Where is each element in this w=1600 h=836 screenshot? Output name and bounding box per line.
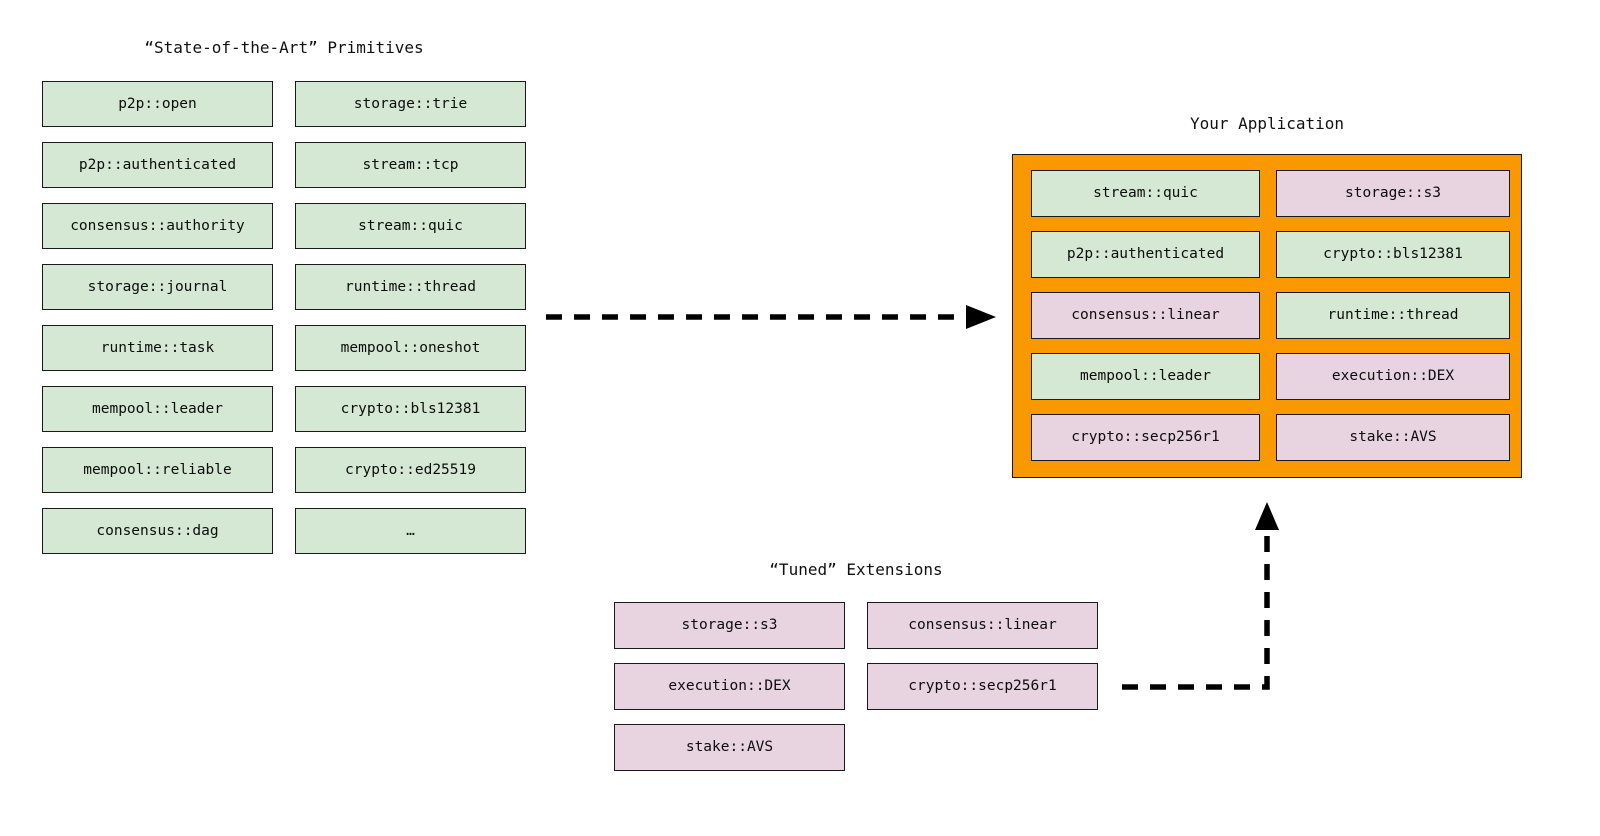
extension-box[interactable]: consensus::linear (867, 602, 1098, 649)
primitive-box[interactable]: stream::tcp (295, 142, 526, 188)
application-module-box[interactable]: stake::AVS (1276, 414, 1510, 461)
primitive-box[interactable]: … (295, 508, 526, 554)
application-module-box[interactable]: stream::quic (1031, 170, 1260, 217)
application-module-box[interactable]: runtime::thread (1276, 292, 1510, 339)
extension-box[interactable]: execution::DEX (614, 663, 845, 710)
application-section-title: Your Application (1189, 114, 1345, 133)
primitive-box[interactable]: runtime::thread (295, 264, 526, 310)
extension-box[interactable]: crypto::secp256r1 (867, 663, 1098, 710)
extension-box[interactable]: stake::AVS (614, 724, 845, 771)
extension-box[interactable]: storage::s3 (614, 602, 845, 649)
application-module-box[interactable]: p2p::authenticated (1031, 231, 1260, 278)
application-module-box[interactable]: storage::s3 (1276, 170, 1510, 217)
primitive-box[interactable]: stream::quic (295, 203, 526, 249)
extensions-section-title: “Tuned” Extensions (769, 560, 943, 579)
primitive-box[interactable]: mempool::reliable (42, 447, 273, 493)
application-module-box[interactable]: consensus::linear (1031, 292, 1260, 339)
primitive-box[interactable]: mempool::leader (42, 386, 273, 432)
primitive-box[interactable]: p2p::open (42, 81, 273, 127)
primitives-section-title: “State-of-the-Art” Primitives (144, 38, 424, 57)
primitive-box[interactable]: crypto::ed25519 (295, 447, 526, 493)
primitive-box[interactable]: p2p::authenticated (42, 142, 273, 188)
primitive-box[interactable]: runtime::task (42, 325, 273, 371)
application-module-box[interactable]: crypto::bls12381 (1276, 231, 1510, 278)
primitive-box[interactable]: mempool::oneshot (295, 325, 526, 371)
primitive-box[interactable]: storage::trie (295, 81, 526, 127)
application-module-box[interactable]: crypto::secp256r1 (1031, 414, 1260, 461)
application-module-box[interactable]: mempool::leader (1031, 353, 1260, 400)
primitive-box[interactable]: consensus::dag (42, 508, 273, 554)
primitive-box[interactable]: consensus::authority (42, 203, 273, 249)
arrowhead-right-icon (966, 305, 996, 329)
application-module-box[interactable]: execution::DEX (1276, 353, 1510, 400)
arrow-shaft (1122, 530, 1270, 690)
arrowhead-up-icon (1255, 502, 1279, 530)
primitive-box[interactable]: storage::journal (42, 264, 273, 310)
primitive-box[interactable]: crypto::bls12381 (295, 386, 526, 432)
